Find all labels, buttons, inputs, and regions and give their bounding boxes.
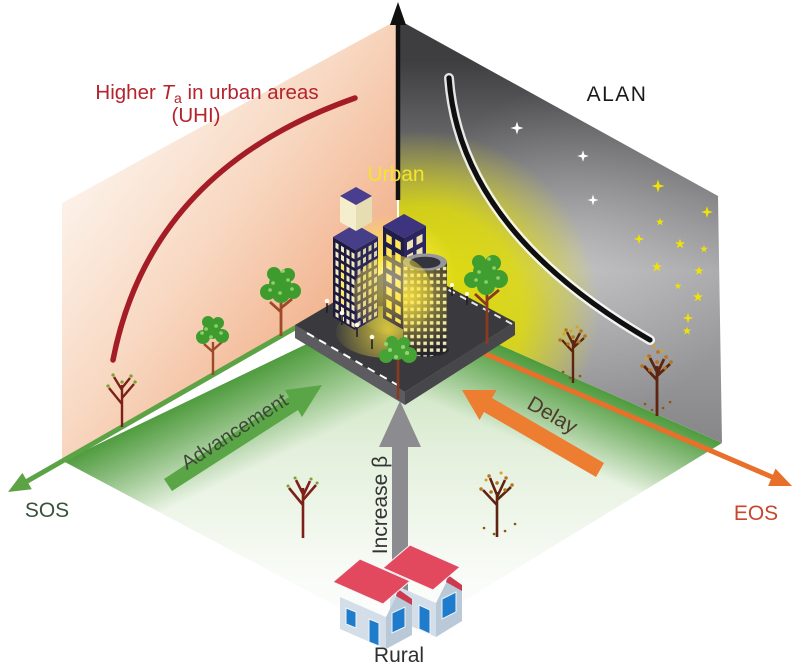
tower-roof (333, 224, 378, 250)
increase-beta-label: Increase β (369, 456, 392, 554)
penthouse-roof (340, 187, 372, 205)
tree-buds (286, 476, 319, 488)
lamp-icon (450, 283, 454, 287)
alan-label: ALAN (587, 83, 648, 106)
house-roof-edge (396, 589, 412, 605)
tree-leaf-dots (562, 325, 579, 336)
uhi-panel-surface (62, 20, 397, 461)
tree-leaf-dots (479, 474, 514, 494)
uhi-label-subscript: a (174, 90, 182, 106)
platform-side-left (295, 325, 405, 405)
rural-houses (332, 544, 462, 649)
lamp-icon (339, 310, 345, 316)
house-icon (332, 558, 412, 649)
tree-foliage (260, 267, 301, 304)
lamp-icon (354, 322, 360, 328)
uhi-label-prefix: Higher (95, 81, 161, 104)
uhi-label-suffix: in urban areas (182, 81, 319, 104)
uhi-label: Higher Ta in urban areas (95, 81, 318, 106)
tree-trunk (269, 297, 293, 336)
tree-branches (108, 376, 135, 427)
lamp-icon (369, 334, 375, 340)
road-dashes-right (433, 281, 513, 325)
tree-leaf-dots (474, 257, 500, 284)
city-glow-bloom (353, 255, 433, 335)
tree-trunk (203, 341, 223, 375)
house-roof-edge (446, 575, 462, 591)
lamp-lights (324, 283, 469, 340)
eos-axis (427, 327, 792, 486)
tree-green-small-icon (196, 316, 229, 375)
advancement-arrow-shape (164, 385, 322, 491)
tree-leaf-dots (644, 344, 664, 361)
fallen-leaves (561, 370, 582, 380)
uhi-decay-curve (110, 95, 358, 363)
sos-axis-line (21, 302, 338, 486)
house-roof (382, 544, 461, 591)
tree-branches (482, 477, 512, 537)
tree-trunk (474, 288, 500, 344)
rural-label: Rural (374, 644, 424, 665)
tree-green-large-icon (260, 267, 301, 336)
urban-label: Urban (367, 163, 424, 186)
lamp-icon (324, 298, 330, 304)
delay-arrow-shape (462, 390, 604, 477)
tree-branches (287, 479, 317, 538)
tree-leaf-dots (484, 471, 503, 482)
delay-arrow (462, 390, 604, 477)
tree-leaf-dots (640, 350, 673, 372)
street-lamps (324, 283, 469, 349)
tree-bare-spring-icon (106, 373, 137, 427)
tower-roof (383, 214, 426, 238)
sos-axis-arrowhead-icon (8, 472, 32, 492)
tree-foliage (379, 336, 417, 363)
tree-green-right-icon (464, 255, 508, 344)
alan-decay-curve (446, 75, 653, 343)
uhi-panel (62, 20, 397, 461)
penthouse-face (340, 196, 356, 231)
tree-foliage (196, 316, 229, 344)
tree-bare-ground-icon (286, 476, 319, 538)
tree-branches (642, 357, 671, 416)
eos-axis-arrowhead-icon (768, 468, 792, 486)
house-door (418, 604, 431, 635)
tree-leaf-dots (200, 324, 223, 339)
tree-autumn-icon (558, 325, 587, 383)
tree-leaf-dots (268, 269, 294, 295)
road-dashes-left (306, 332, 400, 387)
house-window (391, 606, 406, 634)
tree-autumn-ground-icon (479, 471, 517, 537)
tree-foliage (464, 255, 508, 295)
fallen-leaves (482, 522, 517, 536)
vertical-axis (390, 2, 406, 200)
house-window (441, 591, 457, 620)
house-roof (332, 558, 411, 605)
sos-axis-label: SOS (25, 499, 69, 522)
lamp-posts (326, 286, 468, 349)
eos-axis-label: EOS (734, 502, 778, 525)
tree-green-platform-icon (379, 336, 417, 399)
lamp-icon (465, 292, 469, 296)
penthouse-face (356, 196, 372, 231)
tree-buds (106, 373, 137, 388)
increase-beta-arrow-shape (379, 401, 421, 618)
tree-leaf-dots (558, 328, 587, 346)
tree-leaf-dots (384, 342, 410, 359)
sos-axis (8, 302, 338, 492)
city-buildings (333, 187, 449, 357)
uhi-label-line2: (UHI) (172, 104, 221, 127)
vertical-axis-arrowhead-icon (390, 2, 406, 25)
advancement-arrow (164, 385, 322, 491)
tree-autumn-icon (640, 344, 673, 416)
house-window (345, 607, 357, 629)
fallen-leaves (643, 400, 672, 412)
eos-axis-line (427, 327, 775, 480)
house-door (368, 618, 380, 647)
uhi-label-symbol: T (162, 81, 176, 104)
tower-windows (335, 242, 355, 328)
